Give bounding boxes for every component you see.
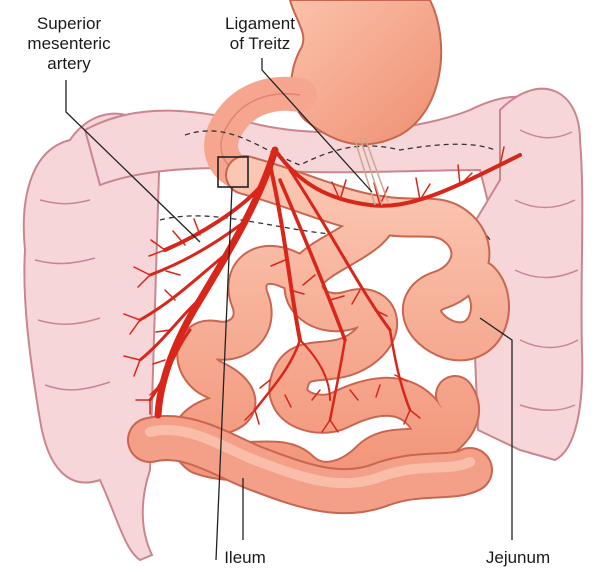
label-sma-line-1: Superior — [14, 14, 124, 34]
label-sma-line-3: artery — [14, 54, 124, 74]
small-intestine — [150, 175, 490, 491]
label-lig-line-2: of Treitz — [205, 34, 315, 54]
label-superior-mesenteric-artery: Superior mesenteric artery — [14, 14, 124, 74]
label-ligament-of-treitz: Ligament of Treitz — [205, 14, 315, 54]
ascending-colon — [24, 114, 160, 560]
label-jejunum: Jejunum — [468, 548, 568, 568]
label-sma-line-2: mesenteric — [14, 34, 124, 54]
label-lig-line-1: Ligament — [205, 14, 315, 34]
label-ileum: Ileum — [205, 548, 285, 568]
